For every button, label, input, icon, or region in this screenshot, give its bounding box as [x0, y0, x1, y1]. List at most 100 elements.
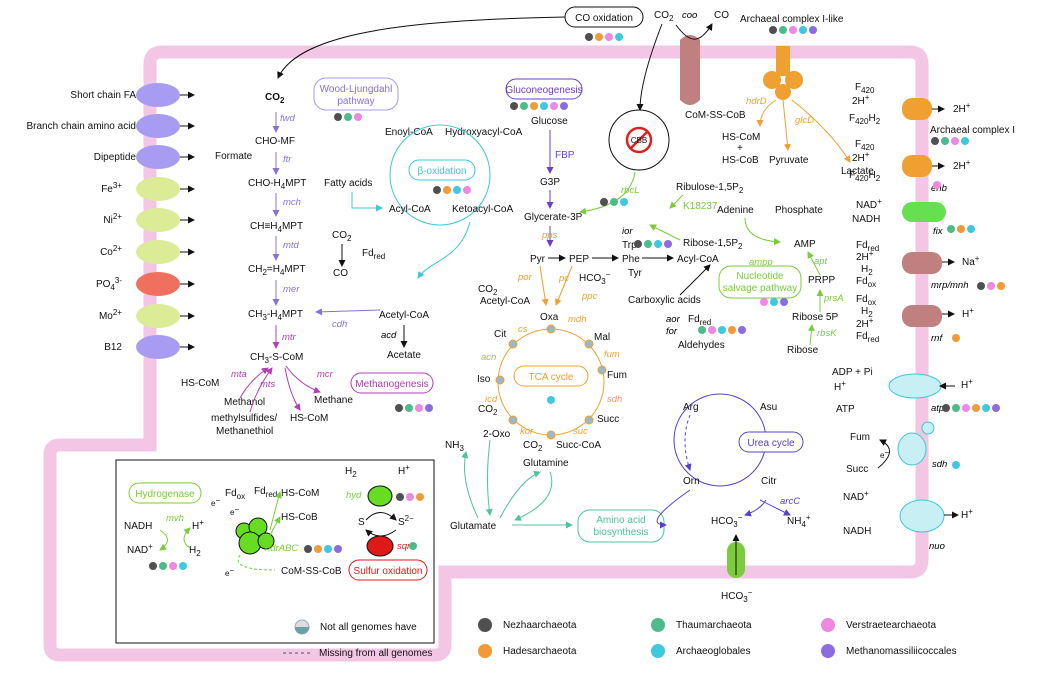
legend: Not all genomes have Missing from all ge… [283, 618, 957, 659]
svg-text:Fdred: Fdred [254, 486, 277, 499]
svg-text:glcD: glcD [795, 115, 814, 126]
legend-label-had: Hadesarchaeota [503, 646, 577, 657]
svg-text:icd: icd [485, 394, 498, 405]
tca-cycle: TCA cycle Oxa cs mdh Cit Mal fum acn Fum… [477, 312, 627, 453]
genome-dot-ver [962, 404, 970, 412]
svg-text:kor: kor [520, 426, 534, 437]
legend-label-met: Methanomassiliicoccales [846, 646, 957, 657]
svg-text:Fdred: Fdred [362, 248, 385, 261]
svg-text:Fum: Fum [850, 432, 870, 443]
svg-text:Ribose: Ribose [787, 345, 819, 356]
svg-text:Methane: Methane [314, 395, 353, 406]
genome-dot-arc [961, 137, 969, 145]
svg-text:CO2: CO2 [523, 440, 543, 453]
svg-text:biosynthesis: biosynthesis [593, 527, 648, 538]
svg-text:rbsK: rbsK [817, 328, 837, 339]
svg-text:CO2: CO2 [332, 230, 352, 243]
svg-text:Pyruvate: Pyruvate [769, 155, 809, 166]
svg-text:CHO-H4MPT: CHO-H4MPT [248, 178, 306, 191]
legend-dot-had [478, 644, 492, 658]
svg-text:Lactate: Lactate [841, 166, 874, 177]
aci-like-label: Archaeal complex I-like [740, 14, 844, 25]
svg-text:Nucleotide: Nucleotide [736, 271, 784, 282]
svg-text:CH≡H4MPT: CH≡H4MPT [250, 221, 303, 234]
svg-text:Fdred: Fdred [856, 331, 879, 344]
legend-label-ver: Verstraetearchaeota [846, 620, 936, 631]
svg-text:e−: e− [225, 566, 234, 578]
svg-text:mta: mta [231, 369, 247, 380]
svg-text:Ribulose-1,5P2: Ribulose-1,5P2 [676, 182, 744, 195]
genome-dot-had [957, 225, 965, 233]
svg-text:suc: suc [573, 426, 588, 437]
svg-text:HCO3−: HCO3− [721, 588, 753, 604]
svg-text:Not all genomes have: Not all genomes have [320, 622, 417, 633]
svg-text:F420: F420 [855, 82, 875, 95]
svg-text:ampp: ampp [749, 257, 773, 268]
svg-text:Citr: Citr [761, 476, 777, 487]
svg-text:β-oxidation: β-oxidation [417, 166, 466, 177]
svg-text:Glutamate: Glutamate [450, 521, 497, 532]
right-complexes: F420 2H+ F420H2 2H+ Archaeal complex I F… [832, 82, 1015, 552]
svg-text:Acyl-CoA: Acyl-CoA [389, 204, 431, 215]
genome-dot-nez [931, 137, 939, 145]
svg-text:2-Oxo: 2-Oxo [483, 429, 511, 440]
svg-text:Oxa: Oxa [540, 312, 559, 323]
legend-label-nez: Nezhaarchaeota [503, 620, 577, 631]
genome-dot-nez [769, 26, 777, 34]
genome-dot-arc [453, 186, 461, 194]
svg-text:Fdred: Fdred [688, 314, 711, 327]
svg-text:HCO3−: HCO3− [711, 513, 743, 529]
svg-text:CO: CO [333, 268, 348, 279]
label-po4: PO43- [96, 276, 122, 292]
legend-dot-tha [651, 618, 665, 632]
svg-text:Trp: Trp [622, 240, 637, 251]
genome-dot-tha [941, 137, 949, 145]
svg-text:Cit: Cit [494, 329, 506, 340]
svg-text:NADH: NADH [124, 521, 152, 532]
svg-text:e−: e− [880, 448, 889, 460]
label-fe: Fe3+ [101, 181, 122, 195]
genome-dot-tha [520, 102, 528, 110]
transporter-fe: Fe3+ [101, 177, 195, 201]
svg-text:HS-CoM: HS-CoM [181, 378, 219, 389]
label-short-chain: Short chain FA [70, 90, 136, 101]
svg-text:Acyl-CoA: Acyl-CoA [677, 254, 719, 265]
svg-text:F420H2: F420H2 [849, 170, 881, 183]
svg-text:Formate: Formate [215, 151, 253, 162]
svg-text:F420: F420 [855, 139, 875, 152]
svg-text:H2: H2 [345, 466, 357, 479]
genome-dot-met [334, 545, 342, 553]
coo-transporter [680, 35, 700, 105]
nucleotide-salvage: rbcL Ribulose-1,5P2 K18237 Adenine Phosp… [579, 171, 844, 356]
genome-dot-arc [770, 298, 778, 306]
svg-text:Fdred: Fdred [856, 240, 879, 253]
svg-text:acd: acd [381, 330, 397, 341]
svg-text:Succ: Succ [597, 414, 619, 425]
svg-text:Wood-Ljungdahl: Wood-Ljungdahl [320, 84, 393, 95]
transporter-co: Co2+ [100, 240, 195, 264]
genome-dot-tha [405, 404, 413, 412]
genome-dot-nez [977, 282, 985, 290]
legend-label-tha: Thaumarchaeota [676, 620, 752, 631]
genome-dot-met [560, 102, 568, 110]
transporter-mo: Mo2+ [99, 304, 195, 328]
svg-text:e−: e− [230, 505, 239, 517]
genome-dot-met [780, 298, 788, 306]
svg-text:HS-CoM: HS-CoM [722, 132, 760, 143]
genome-dot-had [416, 493, 424, 501]
svg-text:Orn: Orn [683, 476, 700, 487]
svg-text:Succ-CoA: Succ-CoA [556, 440, 601, 451]
svg-text:Acetyl-CoA: Acetyl-CoA [480, 296, 530, 307]
transporter-dipeptide: Dipeptide [94, 145, 195, 169]
genome-dot-nez [395, 404, 403, 412]
svg-text:ftr: ftr [283, 154, 292, 165]
genome-dot-tha [947, 225, 955, 233]
svg-text:Pyr: Pyr [530, 254, 546, 265]
svg-text:Acetyl-CoA: Acetyl-CoA [379, 310, 429, 321]
svg-text:Urea cycle: Urea cycle [747, 438, 795, 449]
svg-text:hdrD: hdrD [746, 96, 767, 107]
genome-dot-ver [951, 137, 959, 145]
svg-text:NH3: NH3 [445, 440, 464, 453]
svg-text:Gluconeogenesis: Gluconeogenesis [505, 85, 582, 96]
